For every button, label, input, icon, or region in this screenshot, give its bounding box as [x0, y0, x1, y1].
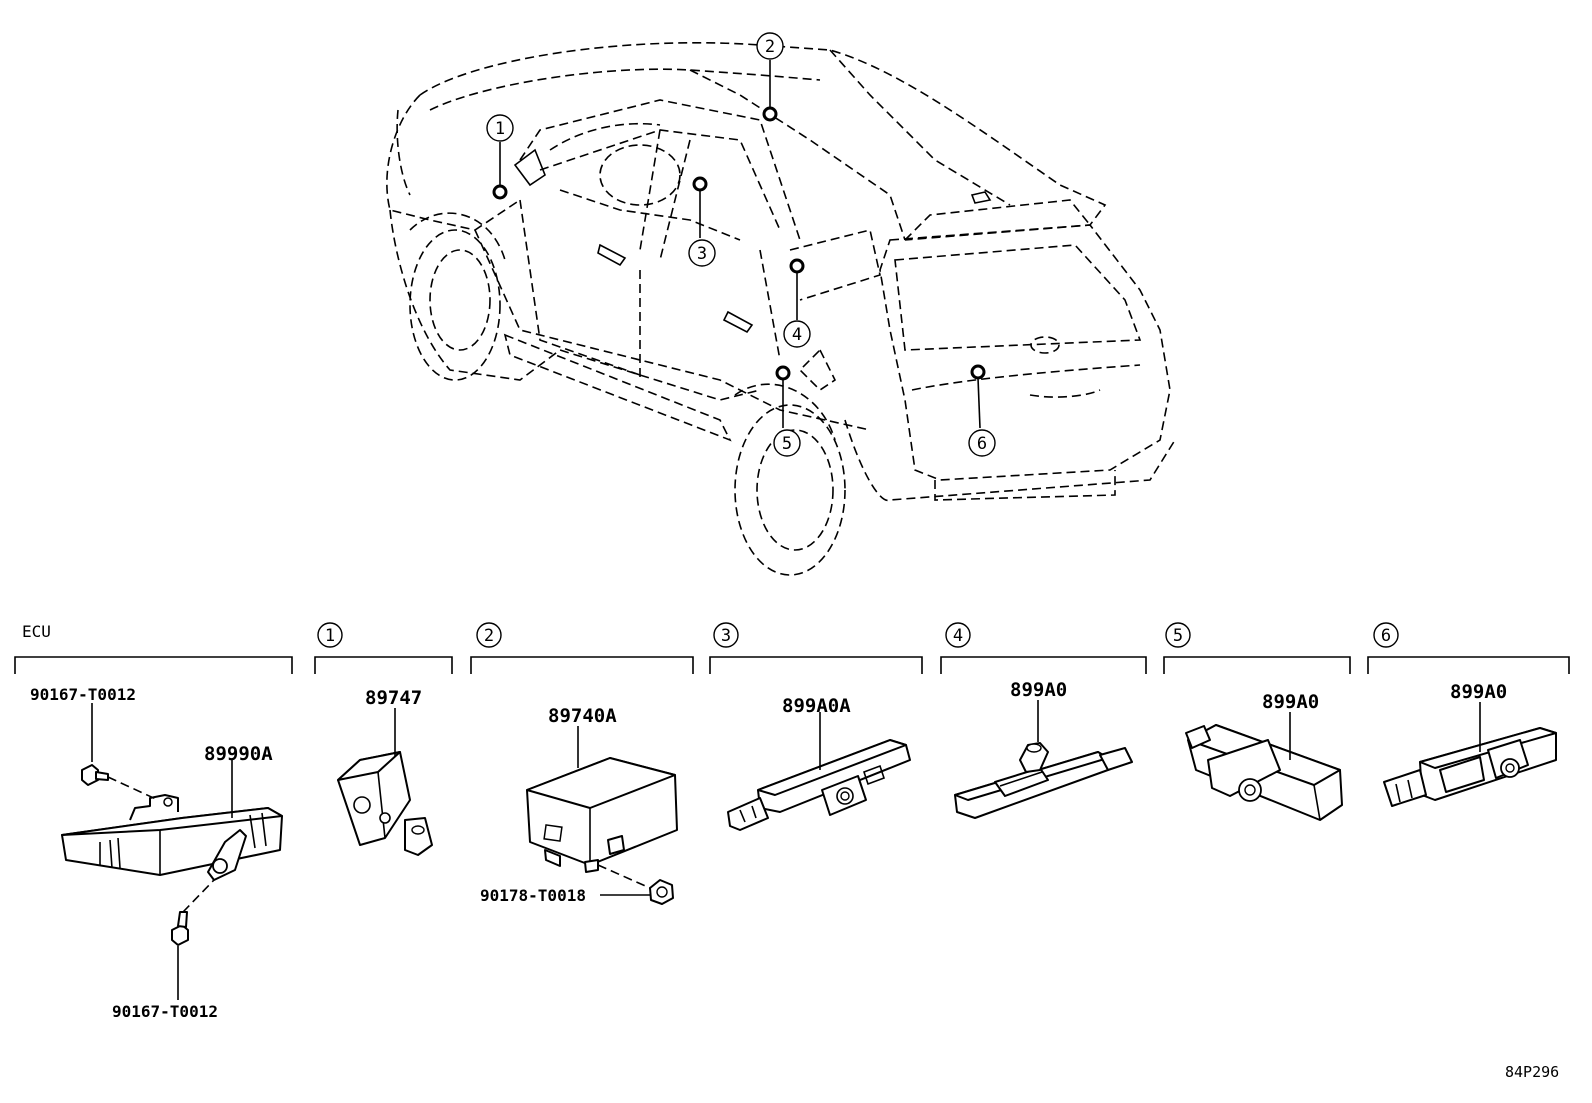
callout-3: 3: [688, 176, 716, 267]
location-marker-3: [692, 176, 708, 192]
callout-number-5: 5: [782, 434, 792, 454]
fastener-number-ecu-top: 90167-T0012: [30, 685, 136, 704]
part-number-89740A: 89740A: [548, 705, 617, 727]
callout-circle-3: [688, 239, 716, 267]
callout-4: 4: [783, 258, 811, 348]
callout-circle-2: [756, 32, 784, 60]
sensor-part-899A0A: 899A0A: [727, 695, 911, 831]
sensor-part-899A0-4: 899A0: [954, 679, 1133, 819]
part-number-899A0-6: 899A0: [1450, 681, 1507, 703]
location-marker-2: [762, 106, 778, 122]
location-marker-5: [775, 365, 791, 381]
fastener-number-89740A: 90178-T0018: [480, 886, 586, 905]
group-header-4: 4: [940, 622, 1147, 674]
location-marker-6: [970, 364, 986, 380]
group-label-2: 2: [484, 626, 494, 646]
group-label-3: 3: [721, 626, 731, 646]
group-header-3: 3: [709, 622, 923, 674]
group-label-6: 6: [1381, 626, 1391, 646]
callout-5: 5: [773, 365, 801, 457]
group-label-ecu: ECU: [22, 622, 51, 641]
callout-circle-4: [783, 320, 811, 348]
group-header-6: 6: [1367, 622, 1570, 674]
group-header-2: 2: [470, 622, 694, 674]
group-header-ecu: ECU: [14, 622, 293, 674]
callout-2: 2: [756, 32, 784, 122]
part-number-89747: 89747: [365, 687, 422, 709]
part-number-899A0-4: 899A0: [1010, 679, 1067, 701]
group-header-5: 5: [1163, 622, 1351, 674]
screw-icon: [81, 764, 109, 786]
callout-circle-5: [773, 429, 801, 457]
callout-circle-1: [486, 114, 514, 142]
screw-icon: [171, 911, 189, 946]
group-label-5: 5: [1173, 626, 1183, 646]
callout-circle-6: [968, 429, 996, 457]
callout-number-4: 4: [792, 325, 802, 345]
part-number-899A0-5: 899A0: [1262, 691, 1319, 713]
callout-number-3: 3: [697, 244, 707, 264]
group-header-1: 1: [314, 622, 453, 674]
callout-number-6: 6: [977, 434, 987, 454]
vehicle-illustration: [386, 41, 1176, 576]
fastener-number-ecu-bottom: 90167-T0012: [112, 1002, 218, 1021]
part-number-899A0A: 899A0A: [782, 695, 851, 717]
group-label-4: 4: [953, 626, 963, 646]
ecu-part-89990A: 89990A 90167-T0012 90167-T0012: [30, 685, 283, 1021]
location-marker-1: [492, 184, 508, 200]
group-label-1: 1: [325, 626, 335, 646]
callout-number-1: 1: [495, 119, 505, 139]
callout-6: 6: [968, 364, 996, 457]
bolt-icon: [649, 879, 674, 905]
sensor-part-89747: 89747: [337, 687, 433, 856]
location-marker-4: [789, 258, 805, 274]
part-number-89990A: 89990A: [204, 743, 273, 765]
callout-number-2: 2: [765, 37, 775, 57]
module-part-89740A: 89740A 90178-T0018: [480, 705, 678, 905]
sensor-part-899A0-5: 899A0: [1185, 691, 1343, 821]
callout-1: 1: [486, 114, 514, 200]
sensor-part-899A0-6: 899A0: [1383, 681, 1557, 807]
diagram-reference-id: 84P296: [1505, 1063, 1559, 1081]
